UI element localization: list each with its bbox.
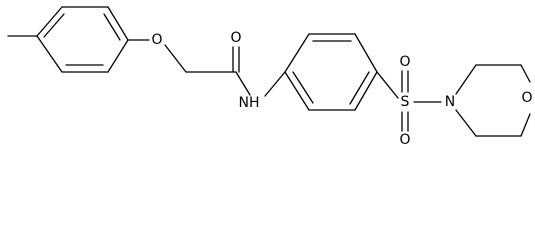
morph-bond-3 [520, 64, 531, 83]
carbonyl-group [232, 46, 240, 73]
ring2-bond-6-inner [292, 71, 314, 104]
sulfur-label: S [401, 94, 410, 110]
morph-bond-1 [455, 64, 477, 95]
ring2-bond-3 [354, 33, 378, 73]
carbonyl-to-nh-bond [235, 71, 251, 96]
ring2-bond-1 [284, 33, 310, 73]
ring1-bond-3 [107, 6, 129, 41]
ring2-bond-6 [284, 71, 310, 111]
sulfonyl-oxygen-bottom-label: O [399, 132, 410, 148]
ring1-bond-1 [36, 6, 63, 37]
ring2-bond-4 [354, 71, 378, 111]
morpholine-ring [455, 64, 531, 137]
sulfonyl-oxygens [401, 70, 409, 132]
ring2-bond-4-inner [349, 71, 370, 105]
carbonyl-oxygen-label: O [230, 30, 241, 46]
ether-to-ch2-bond [164, 44, 187, 73]
morpholine-oxygen-label: O [521, 90, 532, 106]
morpholine-nitrogen-label: N [445, 94, 455, 110]
molecule-structure-diagram: O O NH S O O N O [7, 6, 533, 148]
ether-oxygen-label: O [151, 32, 162, 48]
nh-to-ring-bond [264, 71, 286, 97]
p-tolyl-group [7, 6, 129, 73]
amide-nh-label: NH [239, 95, 260, 111]
sulfonyl-oxygen-top-label: O [399, 54, 410, 70]
morph-bond-6 [455, 109, 477, 137]
ring1-bond-6 [36, 35, 63, 73]
phenylene-ring [284, 33, 378, 111]
ring1-bond-4 [107, 39, 129, 73]
ring1-bond-1-inner [43, 13, 65, 38]
ring-to-sulfur-bond [376, 71, 399, 99]
morph-bond-4 [520, 113, 531, 137]
ring1-bond-3-inner [103, 13, 121, 41]
